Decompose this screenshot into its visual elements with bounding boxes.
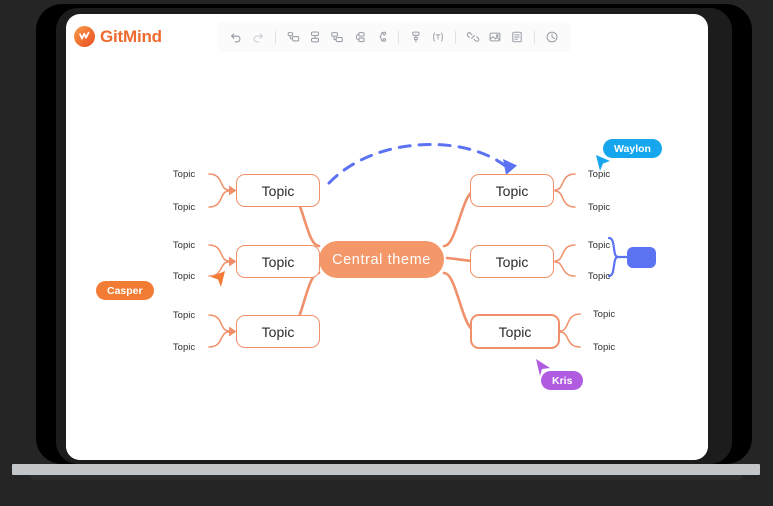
mindmap-canvas[interactable]: Central theme Topic Topic Topic Topic To… — [66, 60, 708, 460]
add-child-node-icon[interactable] — [327, 27, 347, 47]
subtopic-right-bottom-1[interactable]: Topic — [592, 308, 616, 320]
collaborator-pill-waylon[interactable]: Waylon — [603, 139, 662, 158]
subtopic-left-bottom-1[interactable]: Topic — [172, 309, 196, 321]
redo-icon[interactable] — [248, 27, 268, 47]
gitmind-logo-icon — [74, 26, 95, 47]
cursor-pointer-kris — [536, 359, 550, 376]
subtopic-right-top-1[interactable]: Topic — [587, 168, 611, 180]
app-header: GitMind — [66, 14, 708, 60]
app-window: GitMind — [66, 14, 708, 460]
subtopic-left-top-2[interactable]: Topic — [172, 201, 196, 213]
toolbar-separator — [398, 30, 399, 44]
toolbar-separator — [455, 30, 456, 44]
topic-node-left-top[interactable]: Topic — [236, 174, 320, 207]
summary-brace — [607, 236, 630, 278]
topic-node-right-middle[interactable]: Topic — [470, 245, 554, 278]
subtopic-left-middle-1[interactable]: Topic — [172, 239, 196, 251]
laptop-base-bar — [12, 464, 760, 475]
relationship-line-icon[interactable] — [349, 27, 369, 47]
topic-node-right-bottom[interactable]: Topic — [470, 314, 560, 349]
subtopic-right-bottom-2[interactable]: Topic — [592, 341, 616, 353]
link-icon[interactable] — [463, 27, 483, 47]
subtopic-left-top-1[interactable]: Topic — [172, 168, 196, 180]
undo-icon[interactable] — [226, 27, 246, 47]
topic-node-left-bottom[interactable]: Topic — [236, 315, 320, 348]
cursor-pointer-waylon — [596, 155, 610, 171]
toolbar-separator — [275, 30, 276, 44]
laptop-base-shadow — [30, 475, 742, 480]
add-parent-node-icon[interactable] — [305, 27, 325, 47]
history-icon[interactable] — [542, 27, 562, 47]
collapsed-summary-chip[interactable] — [627, 247, 656, 268]
summary-brace-icon[interactable] — [371, 27, 391, 47]
subtopic-right-middle-1[interactable]: Topic — [587, 239, 611, 251]
topic-node-left-middle[interactable]: Topic — [236, 245, 320, 278]
toolbar-separator — [534, 30, 535, 44]
collaborator-pill-kris[interactable]: Kris — [541, 371, 584, 390]
subtopic-left-middle-2[interactable]: Topic — [172, 270, 196, 282]
brand: GitMind — [74, 26, 162, 47]
collaborator-pill-casper[interactable]: Casper — [96, 281, 154, 300]
relationship-arrow — [327, 142, 517, 185]
image-icon[interactable] — [485, 27, 505, 47]
subtopic-right-top-2[interactable]: Topic — [587, 201, 611, 213]
brand-name: GitMind — [100, 26, 162, 46]
note-icon[interactable] — [507, 27, 527, 47]
subtopic-right-middle-2[interactable]: Topic — [587, 270, 611, 282]
add-sibling-node-icon[interactable] — [283, 27, 303, 47]
editor-toolbar[interactable] — [217, 22, 571, 52]
subtopic-left-bottom-2[interactable]: Topic — [172, 341, 196, 353]
format-brush-icon[interactable] — [406, 27, 426, 47]
cursor-pointer-casper — [211, 271, 225, 287]
central-theme-node[interactable]: Central theme — [319, 241, 444, 278]
topic-node-right-top[interactable]: Topic — [470, 174, 554, 207]
text-style-icon[interactable] — [428, 27, 448, 47]
